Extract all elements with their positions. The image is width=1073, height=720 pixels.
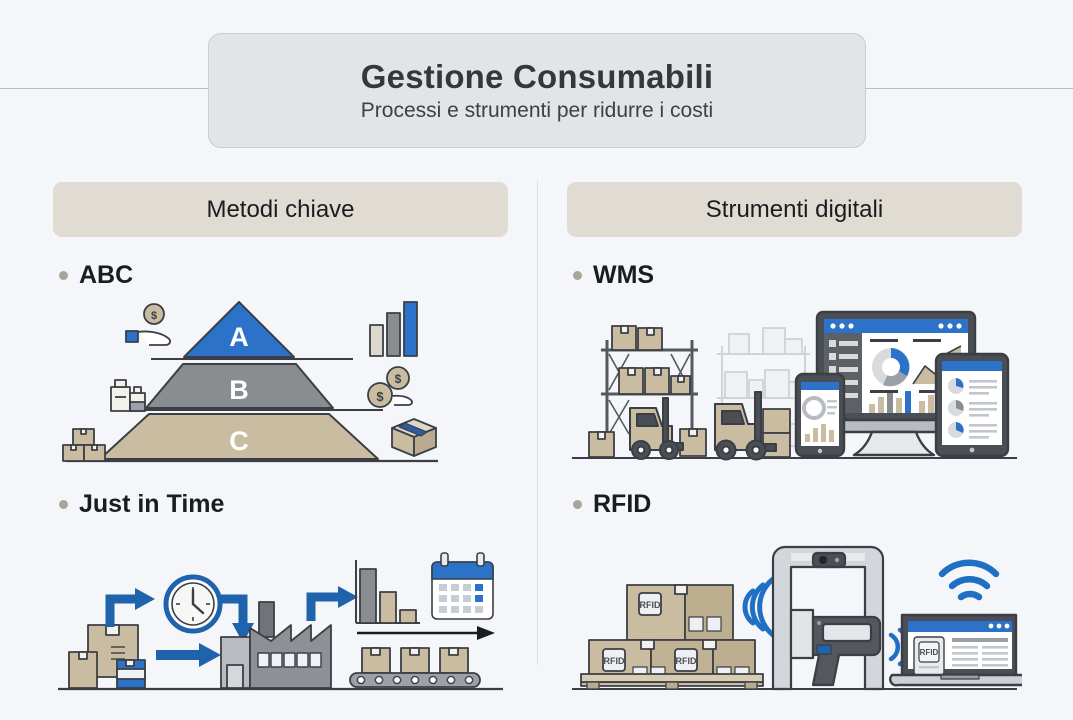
svg-text:RFID: RFID (920, 648, 939, 657)
item-just-in-time: Just in Time (53, 490, 508, 695)
item-wms: WMS (567, 261, 1022, 466)
svg-text:A: A (229, 322, 249, 352)
column-metodi-chiave: Metodi chiave ABC (53, 182, 508, 695)
svg-text:$: $ (151, 310, 157, 322)
page-title: Gestione Consumabili (360, 57, 714, 95)
svg-text:B: B (229, 375, 249, 405)
header-rule-left (0, 88, 208, 89)
section-band-label: Metodi chiave (206, 195, 355, 223)
warehouse-management-illustration (567, 298, 1022, 466)
section-band-label: Strumenti digitali (705, 195, 884, 223)
item-abc-header: ABC (53, 261, 508, 290)
svg-text:$: $ (395, 372, 402, 386)
svg-text:C: C (229, 426, 249, 456)
item-just-in-time-header: Just in Time (53, 490, 508, 519)
header-rule-right (866, 88, 1073, 89)
bullet-icon (573, 271, 582, 280)
item-just-in-time-label: Just in Time (79, 490, 225, 518)
title-card: Gestione Consumabili Processi e strument… (208, 33, 866, 148)
item-wms-label: WMS (593, 261, 655, 289)
bullet-icon (59, 271, 68, 280)
svg-text:RFID: RFID (676, 656, 697, 666)
svg-text:RFID: RFID (604, 656, 625, 666)
column-divider (537, 180, 538, 665)
svg-text:RFID: RFID (640, 600, 661, 610)
abc-pyramid-illustration: A B C $ (53, 298, 508, 466)
section-band-strumenti-digitali: Strumenti digitali (567, 182, 1022, 237)
item-wms-header: WMS (567, 261, 1022, 290)
rfid-tracking-illustration: RFID RFID RFID (567, 527, 1022, 695)
bullet-icon (59, 500, 68, 509)
item-abc-label: ABC (79, 261, 134, 289)
item-rfid: RFID RFID (567, 490, 1022, 695)
item-abc: ABC A (53, 261, 508, 466)
column-strumenti-digitali: Strumenti digitali WMS (567, 182, 1022, 695)
page-subtitle: Processi e strumenti per ridurre i costi (360, 99, 714, 123)
item-rfid-label: RFID (593, 490, 652, 518)
bullet-icon (573, 500, 582, 509)
just-in-time-flow-illustration (53, 527, 508, 695)
svg-text:$: $ (376, 389, 384, 404)
section-band-metodi-chiave: Metodi chiave (53, 182, 508, 237)
item-rfid-header: RFID (567, 490, 1022, 519)
